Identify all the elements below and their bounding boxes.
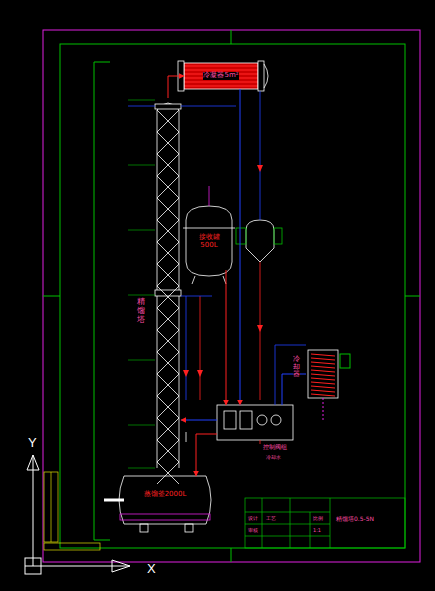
frame-ticks xyxy=(43,30,420,562)
equipment-node: 接收罐 500L xyxy=(188,214,230,270)
valve-panel xyxy=(217,405,293,440)
receiver-tank xyxy=(183,186,235,284)
inner-frame xyxy=(60,44,405,548)
equipment-node: 冷凝器5m² xyxy=(184,63,258,89)
equipment-label: 接收罐 500L xyxy=(190,234,228,249)
flow-arrows xyxy=(183,165,263,377)
equipment-label: 控制阀组 xyxy=(263,444,287,451)
equipment-node: 冷却器 xyxy=(306,348,340,400)
equipment-label: 蒸馏釜2000L xyxy=(144,491,187,499)
pipe-connector xyxy=(226,270,227,405)
axis-label: X xyxy=(147,562,156,576)
pipe-connector xyxy=(240,89,241,405)
cooler-coil xyxy=(308,350,350,420)
annotation-text: 设计 xyxy=(248,516,258,522)
annotation-text: 审核 xyxy=(248,528,258,534)
ucs-icon xyxy=(25,455,130,574)
equipment-label: 精馏塔 xyxy=(137,298,145,324)
axis-label: Y xyxy=(28,436,37,450)
pipe-connector xyxy=(196,434,217,476)
column-truss xyxy=(155,103,181,484)
annotation-text: 比例 xyxy=(313,516,323,522)
equipment-node: 蒸馏釜2000L xyxy=(124,478,206,512)
reboiler-kettle xyxy=(104,476,211,532)
pipe-connector xyxy=(168,76,184,98)
equipment-label: 冷凝器5m² xyxy=(203,72,238,80)
annotation-text: 1:1 xyxy=(313,528,321,534)
process-pipes xyxy=(128,91,306,444)
equipment-label: 冷却器 xyxy=(293,356,300,379)
revision-strip xyxy=(44,472,100,550)
annotation-text: 精馏塔0.5-5N xyxy=(336,516,374,523)
dimension-bracket xyxy=(94,62,110,540)
condenser-shell xyxy=(178,61,268,91)
equipment-node: 精馏塔 xyxy=(155,98,181,470)
annotation-text: 工艺 xyxy=(266,516,276,522)
equipment-node: 控制阀组 xyxy=(217,405,293,440)
pipe-connector xyxy=(181,420,217,421)
level-lines xyxy=(128,100,155,468)
outer-frame xyxy=(43,30,420,562)
annotation-text: 冷却水 xyxy=(266,455,281,461)
title-block xyxy=(245,498,405,548)
separator-vessel xyxy=(236,220,282,262)
